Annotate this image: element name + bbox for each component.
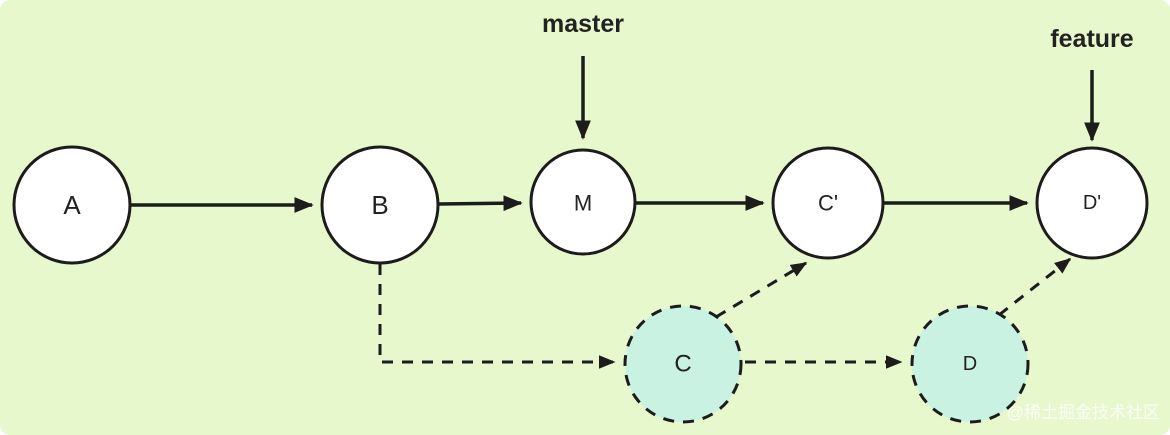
dashed-arrow-c-to-c-prime (715, 261, 808, 319)
commit-c-prime-label: C' (818, 191, 838, 216)
dashed-arrow-d-to-d-prime (998, 257, 1072, 317)
commit-c-circle (623, 304, 743, 424)
commit-d-prime-label: D' (1083, 192, 1101, 214)
commit-node-c-prime: C' (771, 146, 885, 260)
commit-node-m: M (529, 148, 637, 256)
commit-c-prime-circle (771, 146, 885, 260)
commit-node-c: C (623, 304, 743, 424)
commit-c-label: C (674, 351, 691, 378)
commit-m-circle (529, 148, 637, 256)
commit-d-circle (910, 304, 1030, 424)
master-branch-label: master (542, 10, 624, 38)
commit-a-label: A (63, 190, 81, 220)
dashed-arrow-b-to-c (378, 264, 616, 369)
commit-d-prime-circle (1035, 146, 1149, 260)
commit-node-d: D (910, 304, 1030, 424)
commit-node-a: A (12, 145, 132, 265)
commit-m-label: M (574, 191, 592, 216)
feature-branch-label: feature (1050, 25, 1133, 53)
commit-b-label: B (371, 190, 388, 220)
commit-d-label: D (963, 353, 977, 375)
commit-node-b: B (320, 145, 440, 265)
watermark-text: @稀土掘金技术社区 (1007, 403, 1160, 422)
arrow-b-to-m (438, 195, 523, 212)
commit-b-circle (320, 145, 440, 265)
commit-node-d-prime: D' (1035, 146, 1149, 260)
commit-a-circle (12, 145, 132, 265)
